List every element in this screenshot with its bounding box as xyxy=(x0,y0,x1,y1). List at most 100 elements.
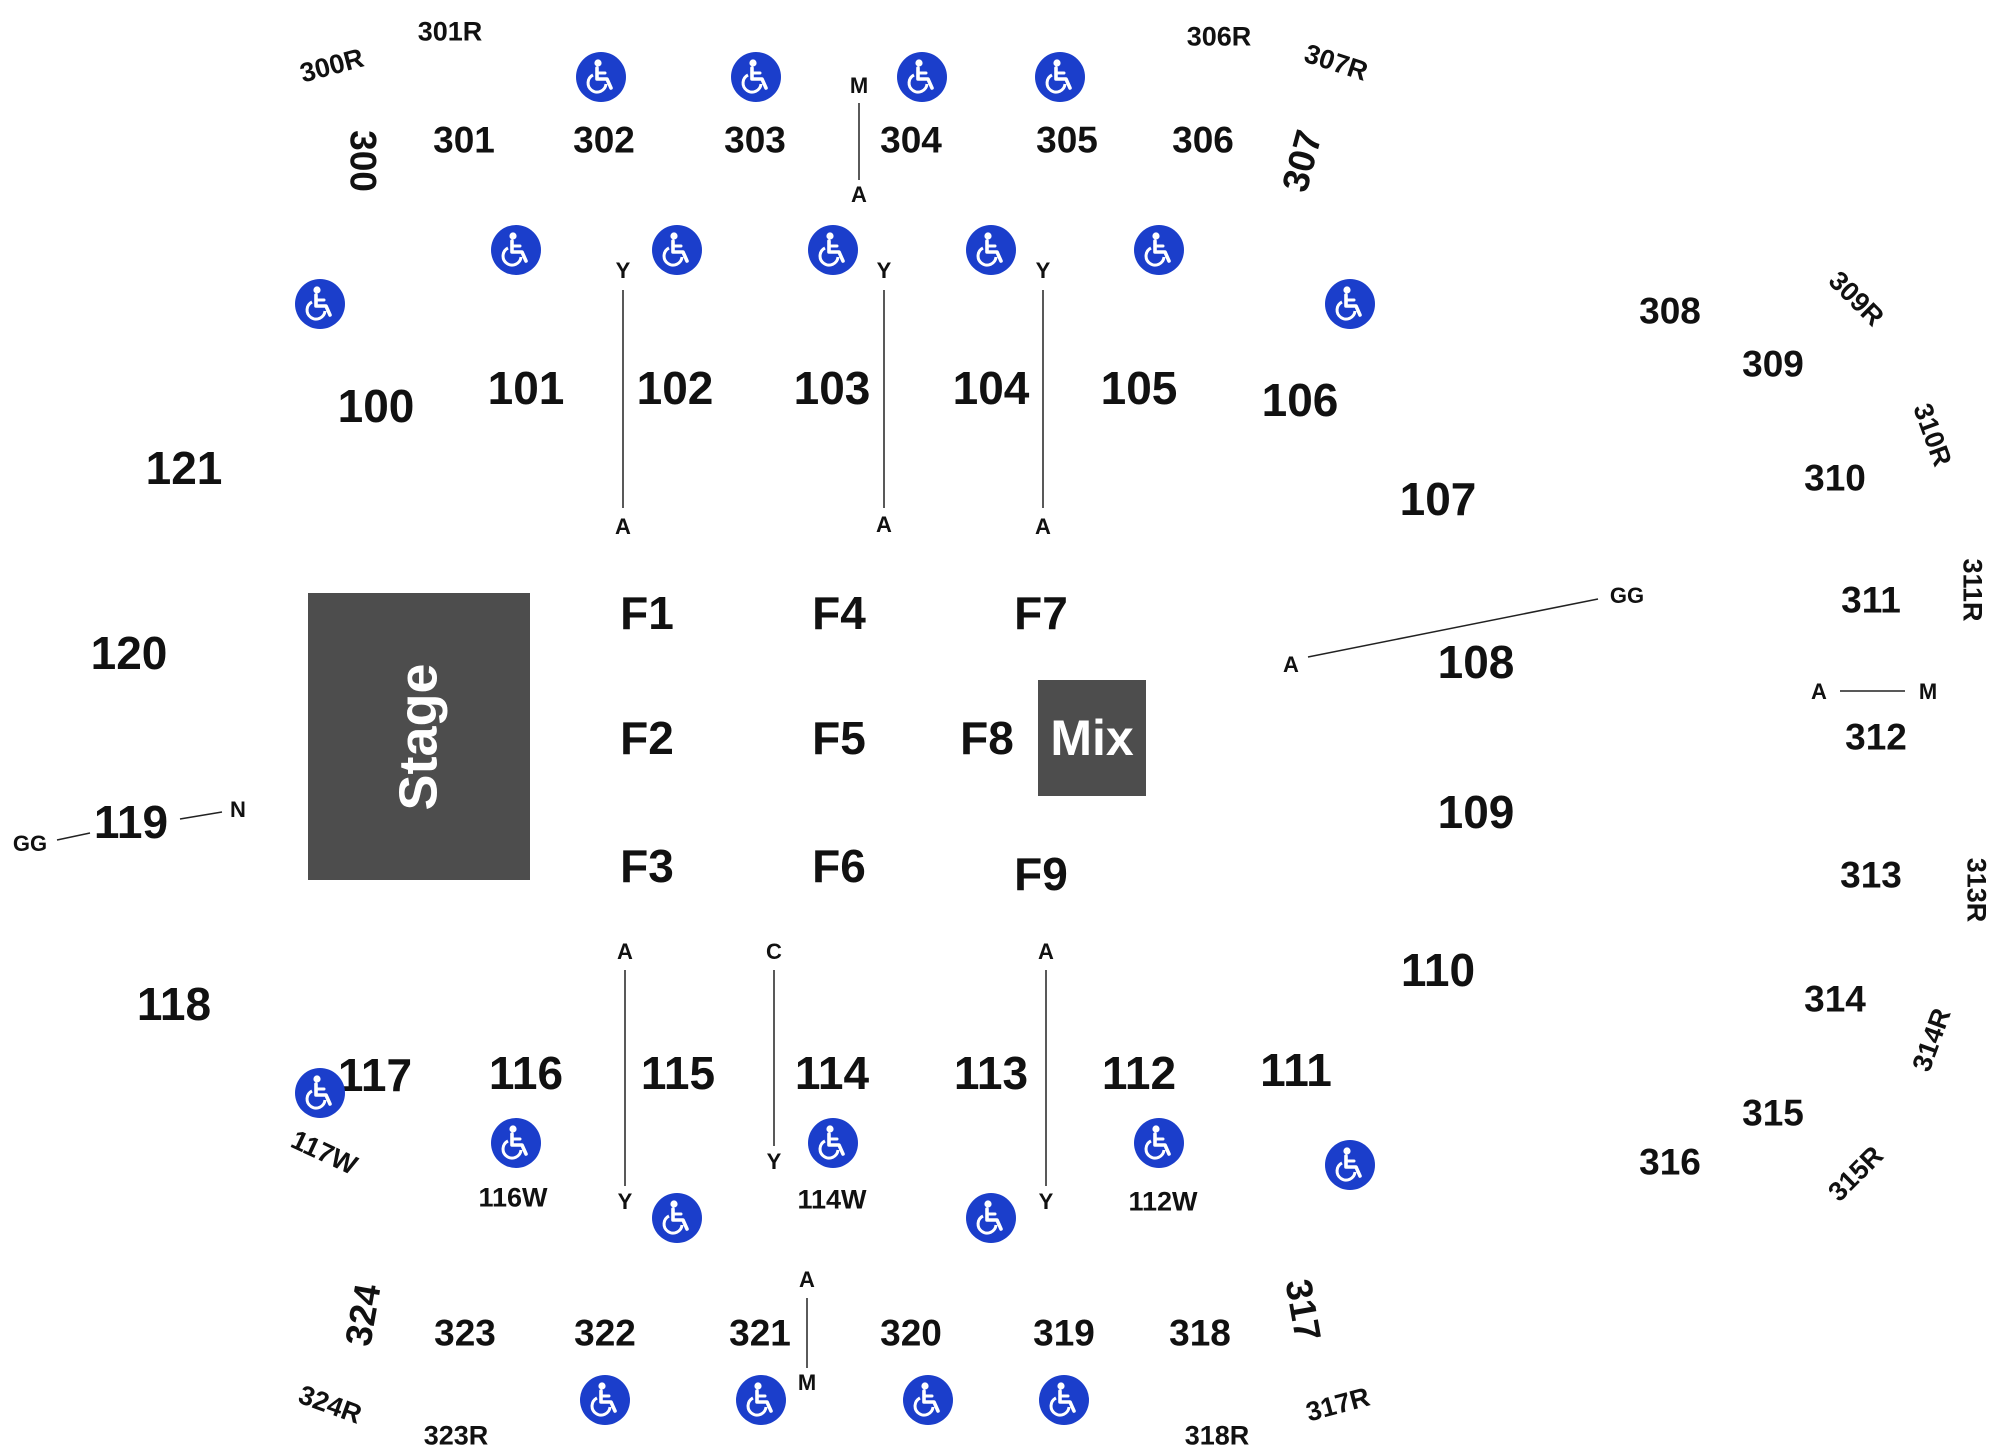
section-101[interactable]: 101 xyxy=(487,362,565,414)
wheelchair-icon[interactable] xyxy=(490,224,542,276)
floor-f8[interactable]: F8 xyxy=(960,712,1014,764)
aisle-line-11 xyxy=(56,832,91,841)
section-300[interactable]: 300 xyxy=(342,130,384,192)
section-118[interactable]: 118 xyxy=(136,978,212,1030)
wheelchair-icon[interactable] xyxy=(807,224,859,276)
wheelchair-icon[interactable] xyxy=(1324,1139,1376,1191)
floor-f7[interactable]: F7 xyxy=(1014,587,1068,639)
section-301[interactable]: 301 xyxy=(433,119,495,161)
section-303[interactable]: 303 xyxy=(724,119,786,161)
section-116[interactable]: 116 xyxy=(488,1047,564,1099)
section-306[interactable]: 306 xyxy=(1172,119,1234,161)
section-120[interactable]: 120 xyxy=(90,627,168,679)
wheelchair-icon[interactable] xyxy=(1038,1374,1090,1426)
row-a-3: A xyxy=(1035,514,1051,539)
section-321[interactable]: 321 xyxy=(729,1312,791,1354)
row-a-bottom: A xyxy=(799,1267,815,1292)
section-305[interactable]: 305 xyxy=(1036,119,1098,161)
section-316[interactable]: 316 xyxy=(1639,1141,1701,1183)
row-n-119: N xyxy=(230,797,246,822)
mix-position: Mix xyxy=(1038,680,1146,796)
aisle-line-12 xyxy=(179,811,223,820)
stage-label: Stage xyxy=(389,662,449,811)
row-y-4: Y xyxy=(617,1189,633,1214)
floor-f4[interactable]: F4 xyxy=(812,587,866,639)
section-116w[interactable]: 116W xyxy=(478,1182,548,1213)
wheelchair-icon[interactable] xyxy=(575,51,627,103)
section-112[interactable]: 112 xyxy=(1101,1047,1177,1099)
section-311[interactable]: 311 xyxy=(1841,579,1901,621)
section-121[interactable]: 121 xyxy=(145,442,223,494)
section-319[interactable]: 319 xyxy=(1033,1312,1095,1354)
section-323r[interactable]: 323R xyxy=(423,1420,489,1451)
section-104[interactable]: 104 xyxy=(952,362,1030,414)
section-313r[interactable]: 313R xyxy=(1961,857,1992,923)
aisle-line-9 xyxy=(1307,598,1599,658)
wheelchair-icon[interactable] xyxy=(294,1067,346,1119)
section-114w[interactable]: 114W xyxy=(797,1184,867,1215)
section-102[interactable]: 102 xyxy=(636,362,714,414)
row-a-108: A xyxy=(1283,652,1299,677)
section-103[interactable]: 103 xyxy=(793,362,871,414)
floor-f5[interactable]: F5 xyxy=(812,712,866,764)
wheelchair-icon[interactable] xyxy=(1034,51,1086,103)
wheelchair-icon[interactable] xyxy=(735,1374,787,1426)
section-320[interactable]: 320 xyxy=(880,1312,942,1354)
section-313[interactable]: 313 xyxy=(1840,854,1902,896)
wheelchair-icon[interactable] xyxy=(490,1117,542,1169)
section-115[interactable]: 115 xyxy=(640,1047,716,1099)
floor-f9[interactable]: F9 xyxy=(1014,848,1068,900)
wheelchair-icon[interactable] xyxy=(1133,224,1185,276)
section-314[interactable]: 314 xyxy=(1804,978,1866,1020)
section-310[interactable]: 310 xyxy=(1804,457,1866,499)
wheelchair-icon[interactable] xyxy=(651,224,703,276)
section-107[interactable]: 107 xyxy=(1399,473,1477,525)
section-304[interactable]: 304 xyxy=(880,119,942,161)
wheelchair-icon[interactable] xyxy=(730,51,782,103)
section-318[interactable]: 318 xyxy=(1169,1312,1231,1354)
section-100[interactable]: 100 xyxy=(337,380,415,432)
section-308[interactable]: 308 xyxy=(1639,290,1701,332)
section-306r[interactable]: 306R xyxy=(1186,21,1252,52)
section-311r[interactable]: 311R xyxy=(1957,558,1988,622)
section-322[interactable]: 322 xyxy=(574,1312,636,1354)
wheelchair-icon[interactable] xyxy=(651,1192,703,1244)
section-309[interactable]: 309 xyxy=(1742,343,1804,385)
row-gg-108: GG xyxy=(1609,583,1645,608)
row-y-6: Y xyxy=(1038,1189,1054,1214)
section-117[interactable]: 117 xyxy=(337,1049,413,1101)
section-109[interactable]: 109 xyxy=(1437,786,1515,838)
floor-f3[interactable]: F3 xyxy=(620,840,674,892)
section-105[interactable]: 105 xyxy=(1100,362,1178,414)
section-111[interactable]: 111 xyxy=(1260,1044,1332,1096)
wheelchair-icon[interactable] xyxy=(1324,278,1376,330)
section-302[interactable]: 302 xyxy=(573,119,635,161)
section-113[interactable]: 113 xyxy=(953,1047,1029,1099)
section-301r[interactable]: 301R xyxy=(417,16,483,47)
section-110[interactable]: 110 xyxy=(1400,944,1476,996)
section-315[interactable]: 315 xyxy=(1742,1092,1804,1134)
wheelchair-icon[interactable] xyxy=(294,278,346,330)
section-114[interactable]: 114 xyxy=(794,1047,870,1099)
section-317[interactable]: 317 xyxy=(1277,1276,1329,1344)
section-312[interactable]: 312 xyxy=(1845,716,1907,758)
wheelchair-icon[interactable] xyxy=(902,1374,954,1426)
section-323[interactable]: 323 xyxy=(434,1312,496,1354)
section-324[interactable]: 324 xyxy=(337,1281,389,1349)
floor-f1[interactable]: F1 xyxy=(620,587,674,639)
wheelchair-icon[interactable] xyxy=(965,224,1017,276)
wheelchair-icon[interactable] xyxy=(965,1192,1017,1244)
wheelchair-icon[interactable] xyxy=(579,1374,631,1426)
section-108[interactable]: 108 xyxy=(1437,636,1515,688)
wheelchair-icon[interactable] xyxy=(1133,1117,1185,1169)
floor-f6[interactable]: F6 xyxy=(812,840,866,892)
section-112w[interactable]: 112W xyxy=(1128,1186,1198,1217)
row-a-4: A xyxy=(617,939,633,964)
section-106[interactable]: 106 xyxy=(1261,374,1339,426)
mix-label: Mix xyxy=(1050,710,1134,766)
wheelchair-icon[interactable] xyxy=(896,51,948,103)
wheelchair-icon[interactable] xyxy=(807,1117,859,1169)
section-119[interactable]: 119 xyxy=(93,796,169,848)
floor-f2[interactable]: F2 xyxy=(620,712,674,764)
section-318r[interactable]: 318R xyxy=(1184,1420,1250,1451)
